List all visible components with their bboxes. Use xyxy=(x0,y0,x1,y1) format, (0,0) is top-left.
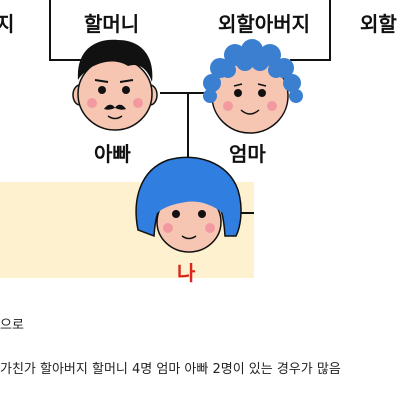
line-maternal xyxy=(290,0,331,61)
label-maternal-grandpa: 외할아버지 xyxy=(218,12,310,36)
caption-line-1: 으로 xyxy=(0,318,24,333)
label-left-cut: 지 xyxy=(0,12,15,36)
label-dad: 아빠 xyxy=(94,142,131,166)
label-mom: 엄마 xyxy=(229,142,266,166)
line-paternal xyxy=(49,0,82,61)
caption-line-2: 가친가 할아버지 할머니 4명 엄마 아빠 2명이 있는 경우가 많음 xyxy=(0,362,341,377)
label-me: 나 xyxy=(177,261,196,285)
label-right-cut: 외할 xyxy=(360,12,397,36)
label-grandma: 할머니 xyxy=(84,12,140,36)
